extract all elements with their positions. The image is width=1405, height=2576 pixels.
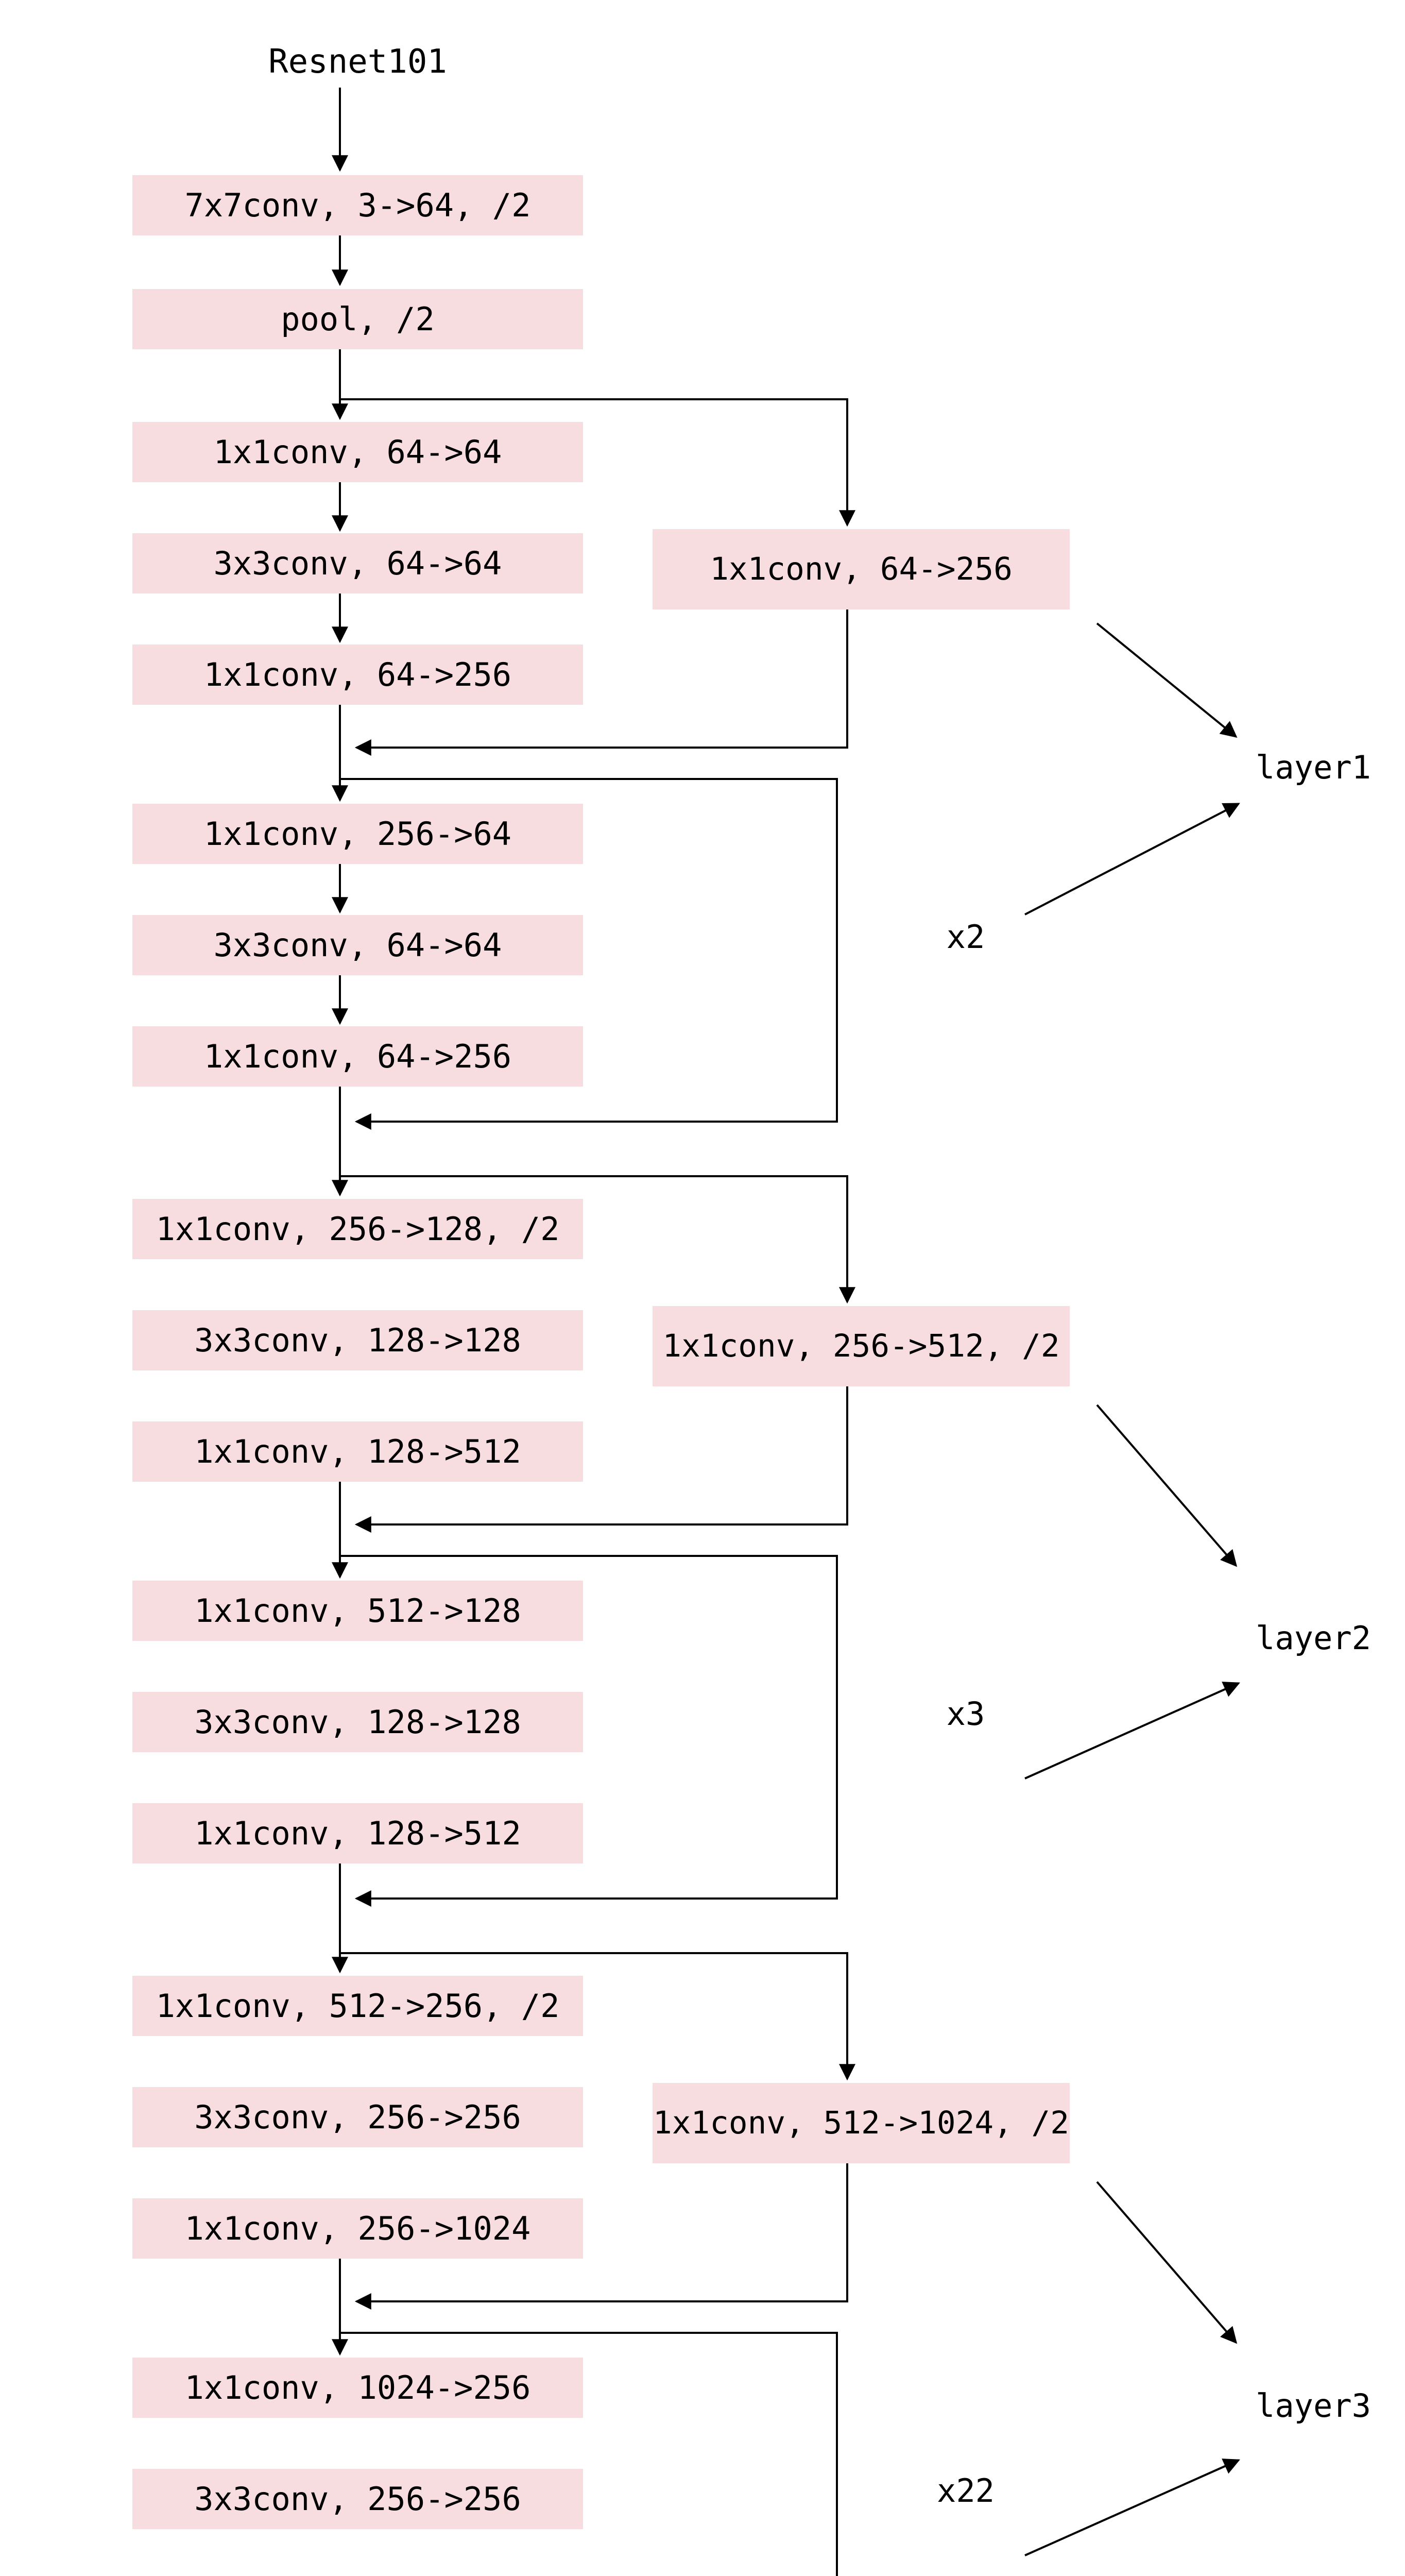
stage1-groupB-box-2: 3x3conv, 64->64 — [132, 915, 583, 975]
stage3-groupA-box-1: 1x1conv, 512->256, /2 — [132, 1976, 583, 2036]
stage3-shortcut-branch-line — [341, 1952, 855, 2081]
stage1-groupA-box-2: 3x3conv, 64->64 — [132, 533, 583, 594]
stage1-groupB-box-3: 1x1conv, 64->256 — [132, 1026, 583, 1087]
stage3-connectors — [332, 1952, 1240, 2576]
stage1-layer-label: layer1 — [1256, 749, 1371, 786]
stage2-groupA-box-1: 1x1conv, 256->128, /2 — [132, 1199, 583, 1259]
stage2-connectors — [332, 1175, 1240, 1974]
stage3-shortcut-return-line — [354, 2163, 848, 2310]
head-box-pool: pool, /2 — [132, 289, 583, 349]
stage3-multiplier-label: x22 — [937, 2472, 995, 2510]
stage2-diagonal-to-layer2-lower — [1024, 1682, 1240, 1780]
stage1-diagonal-to-layer1-lower — [1024, 803, 1240, 916]
stage1-connectors — [332, 398, 1240, 1197]
head-box-7x7conv: 7x7conv, 3->64, /2 — [132, 175, 583, 235]
stage2-layer-label: layer2 — [1256, 1619, 1371, 1657]
stage3-shortcut-box: 1x1conv, 512->1024, /2 — [653, 2083, 1070, 2163]
stage1-shortcut-box: 1x1conv, 64->256 — [653, 529, 1070, 609]
stage2-groupB-box-1: 1x1conv, 512->128 — [132, 1581, 583, 1641]
stage1-groupA-box-1: 1x1conv, 64->64 — [132, 422, 583, 482]
stage2-groupB-box-2: 3x3conv, 128->128 — [132, 1692, 583, 1752]
stage3-loop-line — [341, 2332, 838, 2576]
stage3-diagonal-to-layer3-upper — [1096, 2181, 1238, 2344]
stage2-groupB-box-3: 1x1conv, 128->512 — [132, 1803, 583, 1863]
stage3-layer-label: layer3 — [1256, 2387, 1371, 2425]
stage3-groupA-box-3: 1x1conv, 256->1024 — [132, 2198, 583, 2259]
stage1-loop-line — [341, 778, 838, 1130]
stage2-shortcut-branch-line — [341, 1175, 855, 1304]
stage3-groupB-box-1: 1x1conv, 1024->256 — [132, 2358, 583, 2418]
stage1-shortcut-return-line — [354, 609, 848, 756]
stage2-loop-line — [341, 1555, 838, 1907]
stage2-shortcut-box: 1x1conv, 256->512, /2 — [653, 1306, 1070, 1386]
stage1-shortcut-branch-line — [341, 398, 855, 527]
stage2-groupA-box-2: 3x3conv, 128->128 — [132, 1310, 583, 1370]
stage1-groupB-box-1: 1x1conv, 256->64 — [132, 804, 583, 864]
stage3-groupB-box-2: 3x3conv, 256->256 — [132, 2469, 583, 2529]
stage3-groupA-box-2: 3x3conv, 256->256 — [132, 2087, 583, 2147]
stage3-diagonal-to-layer3-lower — [1024, 2459, 1240, 2556]
stage1-multiplier-label: x2 — [946, 918, 985, 956]
stage2-groupA-box-3: 1x1conv, 128->512 — [132, 1421, 583, 1482]
diagram-title: Resnet101 — [268, 43, 447, 81]
stage2-shortcut-return-line — [354, 1386, 848, 1533]
stage1-diagonal-to-layer1-upper — [1096, 622, 1238, 738]
stage2-diagonal-to-layer2-upper — [1096, 1404, 1238, 1567]
stage2-multiplier-label: x3 — [946, 1695, 985, 1733]
stage1-groupA-box-3: 1x1conv, 64->256 — [132, 645, 583, 705]
